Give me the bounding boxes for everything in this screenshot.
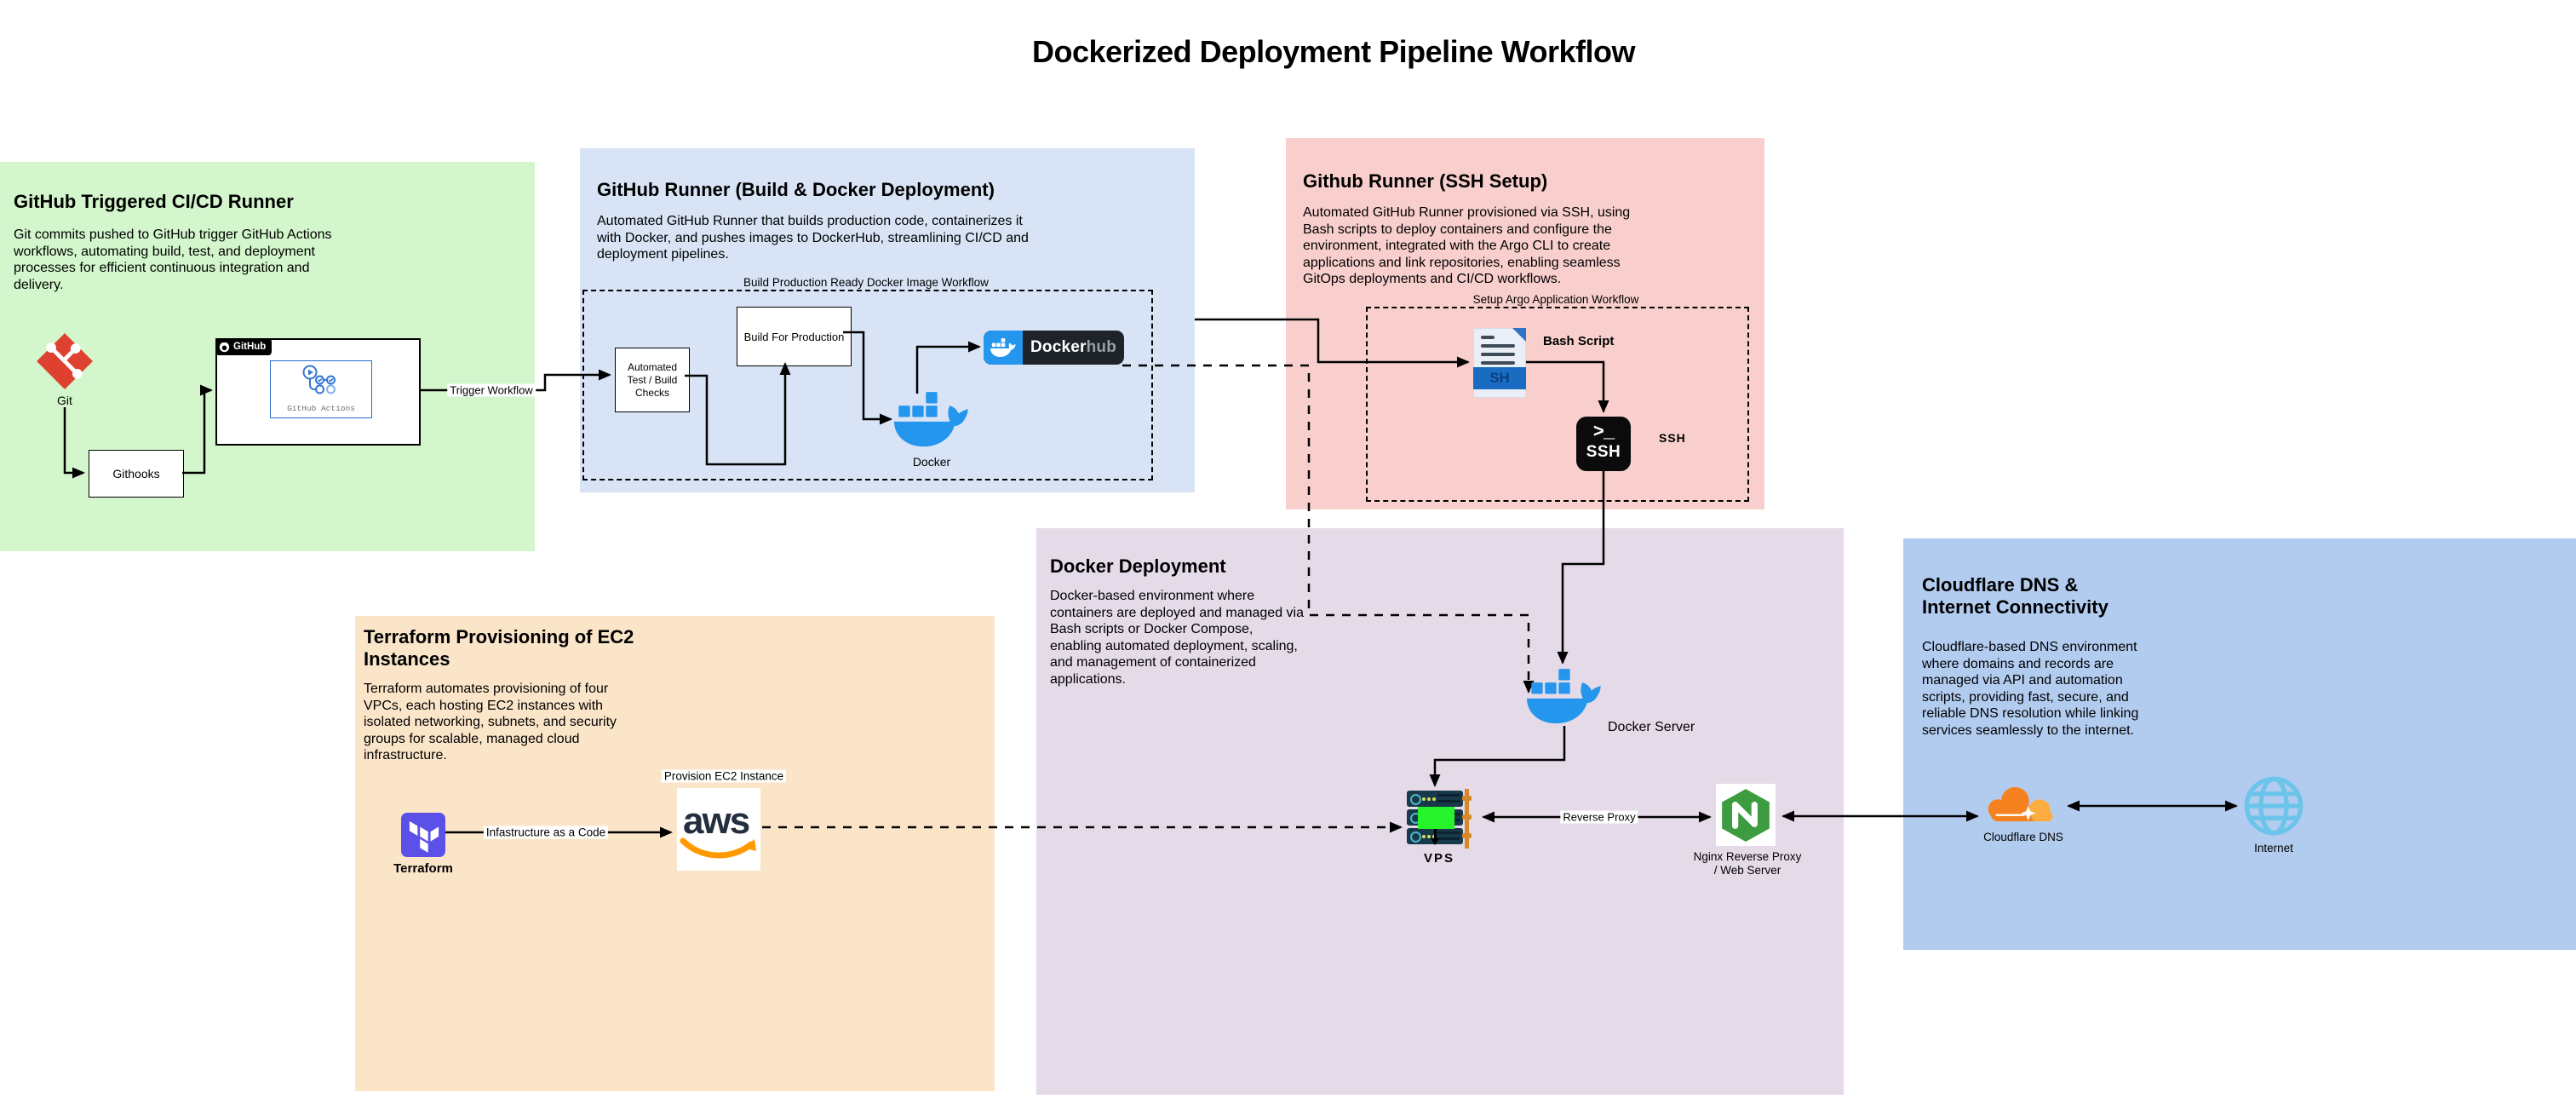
vps-server-icon[interactable] <box>1407 789 1475 849</box>
group-github-runner-ssh[interactable]: Github Runner (SSH Setup) Automated GitH… <box>1286 138 1764 509</box>
edge-bash-ssh <box>1526 360 1609 413</box>
page-title: Dockerized Deployment Pipeline Workflow <box>1032 34 1636 69</box>
nginx-label-line1: Nginx Reverse Proxy <box>1693 850 1802 863</box>
docker-server-icon[interactable] <box>1527 669 1602 726</box>
github-logo-badge: GitHub <box>215 338 273 355</box>
edge-docker-dockerhub <box>915 341 981 394</box>
internet-label: Internet <box>2254 842 2293 854</box>
edge-label-infrastructure-as-code: Infastructure as a Code <box>483 826 609 839</box>
group-description: Git commits pushed to GitHub trigger Git… <box>14 227 332 292</box>
nginx-icon[interactable] <box>1716 784 1776 846</box>
automated-checks-label: Automated Test / Build Checks <box>627 360 678 399</box>
bash-script-icon[interactable]: SH <box>1473 328 1526 398</box>
git-label: Git <box>57 394 72 407</box>
group-description: Docker-based environment where container… <box>1050 589 1304 687</box>
aws-icon[interactable]: aws <box>677 788 760 871</box>
github-actions-icon <box>302 365 336 394</box>
group-title: Terraform Provisioning of EC2 Instances <box>364 626 634 670</box>
bash-script-label: Bash Script <box>1543 334 1615 348</box>
frame-caption-argo-workflow: Setup Argo Application Workflow <box>1472 293 1639 306</box>
github-actions-label: GitHub Actions <box>287 404 355 413</box>
vps-container-panel <box>1418 807 1454 829</box>
group-github-runner-build[interactable]: GitHub Runner (Build & Docker Deployment… <box>580 148 1195 492</box>
edge-buildprod-docker <box>843 331 892 425</box>
build-for-production-label: Build For Production <box>743 330 845 343</box>
group-description: Automated GitHub Runner that builds prod… <box>597 214 1029 262</box>
group-title: Github Runner (SSH Setup) <box>1303 170 1548 192</box>
github-actions-box[interactable]: GitHub GitHub Actions <box>215 338 421 446</box>
edge-label-trigger-workflow: Trigger Workflow <box>447 383 536 397</box>
github-actions-panel: GitHub Actions <box>270 360 372 418</box>
aws-provision-label: Provision EC2 Instance <box>661 769 787 783</box>
dockerhub-label: Dockerhub <box>1030 338 1117 356</box>
github-cat-icon <box>219 342 230 352</box>
edge-dockerserver-vps <box>1429 726 1566 787</box>
vps-inner-arrow <box>1431 838 1439 845</box>
vps-label: VPS <box>1423 851 1454 866</box>
edge-buildgroup-bash <box>1195 318 1470 368</box>
edge-label-reverse-proxy: Reverse Proxy <box>1560 810 1638 824</box>
group-description: Cloudflare-based DNS environment where d… <box>1922 640 2139 738</box>
edge-dockerhub-dockerserver <box>1122 364 1535 693</box>
aws-wordmark: aws <box>683 800 750 842</box>
aws-smile-icon <box>680 837 756 859</box>
edge-git-githooks <box>63 407 85 479</box>
ssh-label: SSH <box>1659 431 1686 445</box>
dockerhub-badge[interactable]: Dockerhub <box>984 331 1124 365</box>
nginx-label-line2: / Web Server <box>1713 864 1781 877</box>
internet-globe-icon[interactable] <box>2241 773 2306 839</box>
automated-test-build-checks-box[interactable]: Automated Test / Build Checks <box>615 348 690 412</box>
cloudflare-icon[interactable] <box>1982 783 2064 826</box>
docker-icon[interactable] <box>894 392 969 449</box>
frame-setup-argo-workflow[interactable] <box>1366 307 1749 502</box>
file-fold-corner <box>1512 328 1526 342</box>
build-for-production-box[interactable]: Build For Production <box>737 307 852 366</box>
cloudflare-dns-label: Cloudflare DNS <box>1983 831 2063 843</box>
git-icon[interactable] <box>36 332 94 390</box>
frame-build-docker-image-workflow[interactable] <box>582 290 1153 480</box>
dockerhub-whale-icon <box>984 331 1023 365</box>
group-cloudflare-dns[interactable]: Cloudflare DNS & Internet Connectivity C… <box>1903 538 2576 950</box>
edge-checks-buildprod <box>685 362 791 466</box>
terraform-icon[interactable] <box>401 813 445 857</box>
group-title: Cloudflare DNS & Internet Connectivity <box>1922 574 2108 618</box>
github-badge-label: GitHub <box>233 342 267 352</box>
frame-caption-build-workflow: Build Production Ready Docker Image Work… <box>743 276 989 289</box>
githooks-box[interactable]: Githooks <box>89 450 184 498</box>
githooks-label: Githooks <box>112 466 160 480</box>
edge-githooks-github <box>182 384 213 475</box>
group-description: Terraform automates provisioning of four… <box>364 682 617 762</box>
bash-file-extension: SH <box>1473 367 1526 389</box>
group-title: Docker Deployment <box>1050 555 1226 577</box>
ssh-terminal-icon[interactable]: >_ SSH <box>1576 417 1631 471</box>
group-title: GitHub Runner (Build & Docker Deployment… <box>597 179 995 200</box>
group-title: GitHub Triggered CI/CD Runner <box>14 191 294 212</box>
docker-server-label: Docker Server <box>1608 720 1695 734</box>
edge-ssh-dockerserver <box>1557 471 1605 665</box>
group-terraform-provisioning[interactable]: Terraform Provisioning of EC2 Instances … <box>355 616 995 1091</box>
terraform-label: Terraform <box>393 861 453 876</box>
group-description: Automated GitHub Runner provisioned via … <box>1303 205 1631 286</box>
docker-label: Docker <box>912 455 951 469</box>
